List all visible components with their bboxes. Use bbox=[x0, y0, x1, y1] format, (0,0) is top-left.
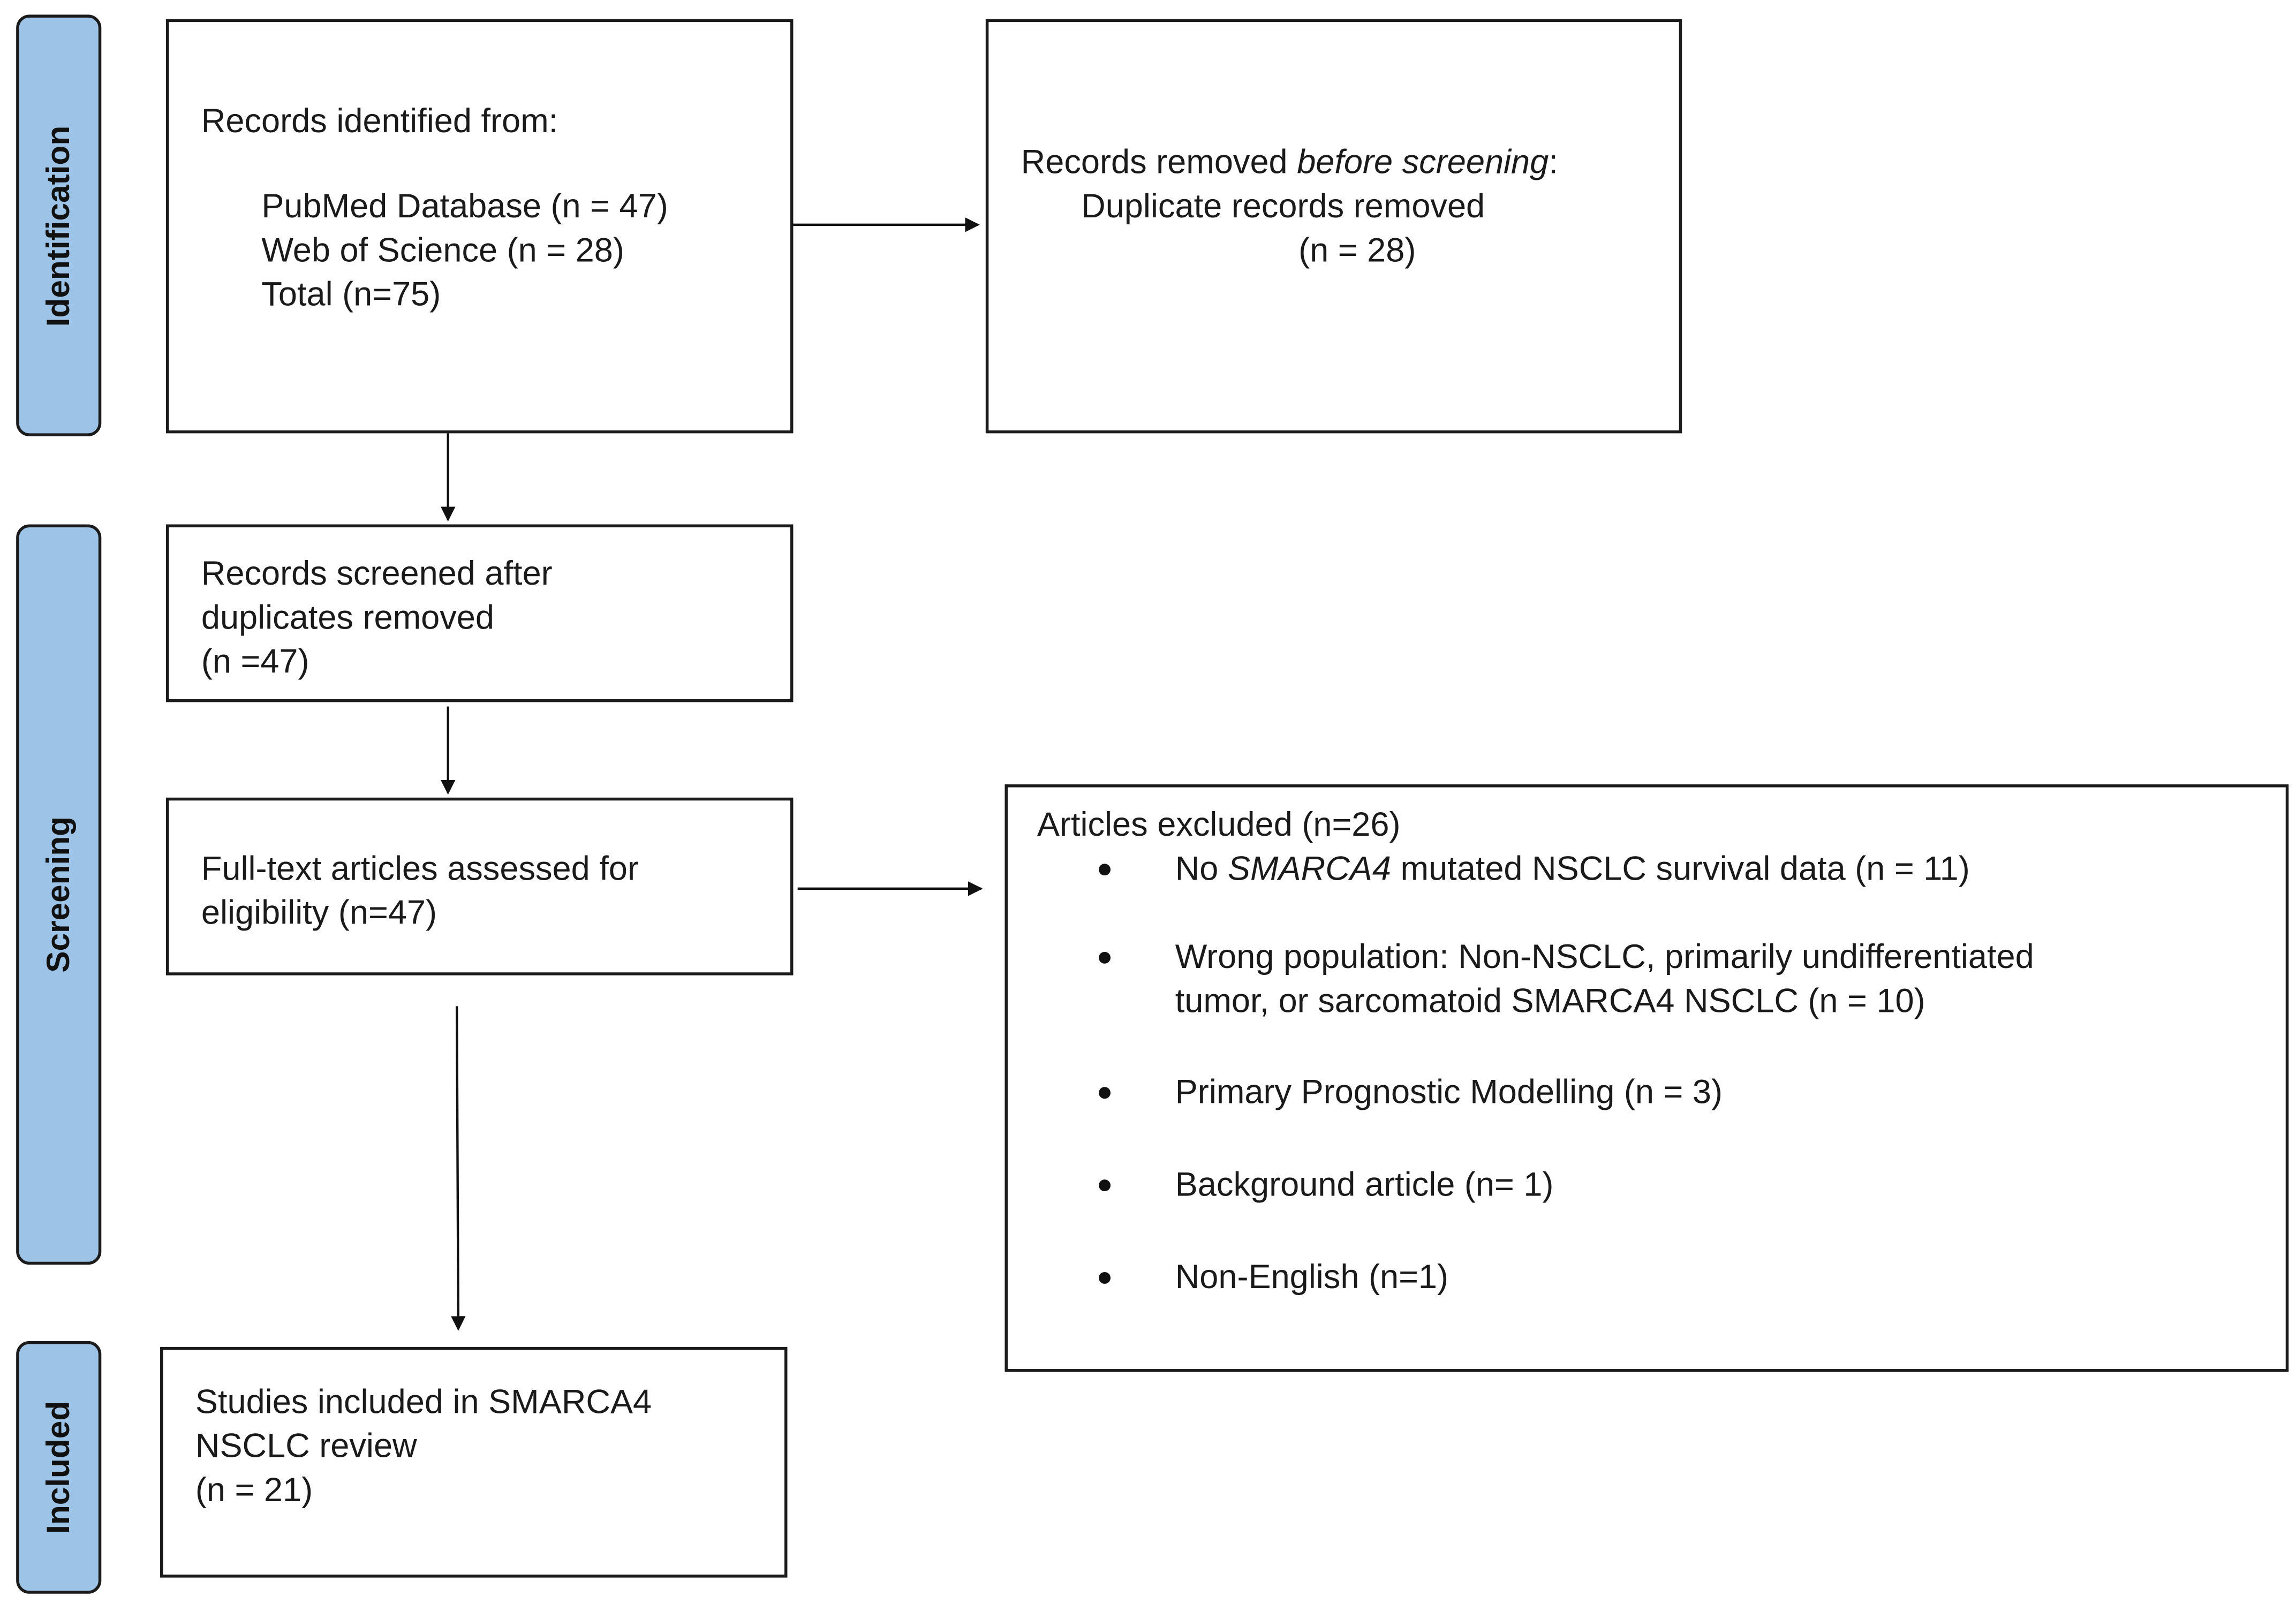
records-removed-box: Records removed before screening: Duplic… bbox=[985, 19, 1682, 434]
fulltext-assessed-box: Full-text articles assessed for eligibil… bbox=[166, 797, 794, 975]
exclusion-reasons-list: No SMARCA4 mutated NSCLC survival data (… bbox=[1099, 846, 2034, 1313]
records-screened-line1: Records screened after bbox=[201, 554, 553, 592]
records-screened-line2: duplicates removed bbox=[201, 597, 495, 636]
records-identified-box: Records identified from: PubMed Database… bbox=[166, 19, 794, 434]
fulltext-assessed-line1: Full-text articles assessed for bbox=[201, 849, 639, 888]
exclusion-reason: No SMARCA4 mutated NSCLC survival data (… bbox=[1099, 846, 2034, 934]
exclusion-reason: Wrong population: Non-NSCLC, primarily u… bbox=[1099, 934, 2034, 1069]
phase-screening: Screening bbox=[16, 524, 102, 1265]
records-removed-title: Records removed before screening: bbox=[1021, 142, 1558, 181]
exclusion-reason: Non-English (n=1) bbox=[1099, 1254, 2034, 1313]
identified-total: Total (n=75) bbox=[261, 275, 441, 313]
records-screened-count: (n =47) bbox=[201, 641, 309, 680]
exclusion-reason: Primary Prognostic Modelling (n = 3) bbox=[1099, 1069, 2034, 1162]
fulltext-assessed-count: eligibility (n=47) bbox=[201, 893, 437, 932]
bullet-icon bbox=[1099, 864, 1111, 876]
studies-included-box: Studies included in SMARCA4 NSCLC review… bbox=[160, 1346, 788, 1578]
pubmed-count: PubMed Database (n = 47) bbox=[261, 186, 668, 225]
records-screened-box: Records screened after duplicates remove… bbox=[166, 524, 794, 702]
wos-count: Web of Science (n = 28) bbox=[261, 230, 624, 269]
bullet-icon bbox=[1099, 1087, 1111, 1099]
bullet-icon bbox=[1099, 951, 1111, 964]
phase-included: Included bbox=[16, 1341, 102, 1594]
studies-included-line2: NSCLC review bbox=[195, 1426, 417, 1465]
bullet-icon bbox=[1099, 1179, 1111, 1192]
phase-identification: Identification bbox=[16, 14, 102, 436]
duplicates-removed-count: (n = 28) bbox=[1298, 230, 1416, 269]
articles-excluded-title: Articles excluded (n=26) bbox=[1037, 805, 1401, 843]
articles-excluded-box: Articles excluded (n=26) No SMARCA4 muta… bbox=[1004, 784, 2289, 1372]
studies-included-count: (n = 21) bbox=[195, 1470, 313, 1509]
studies-included-line1: Studies included in SMARCA4 bbox=[195, 1382, 652, 1421]
exclusion-reason: Background article (n= 1) bbox=[1099, 1162, 2034, 1254]
duplicates-removed-label: Duplicate records removed bbox=[1081, 186, 1485, 225]
records-identified-title: Records identified from: bbox=[201, 101, 558, 140]
arrow-fulltext-to-included bbox=[451, 1006, 466, 1331]
bullet-icon bbox=[1099, 1272, 1111, 1284]
